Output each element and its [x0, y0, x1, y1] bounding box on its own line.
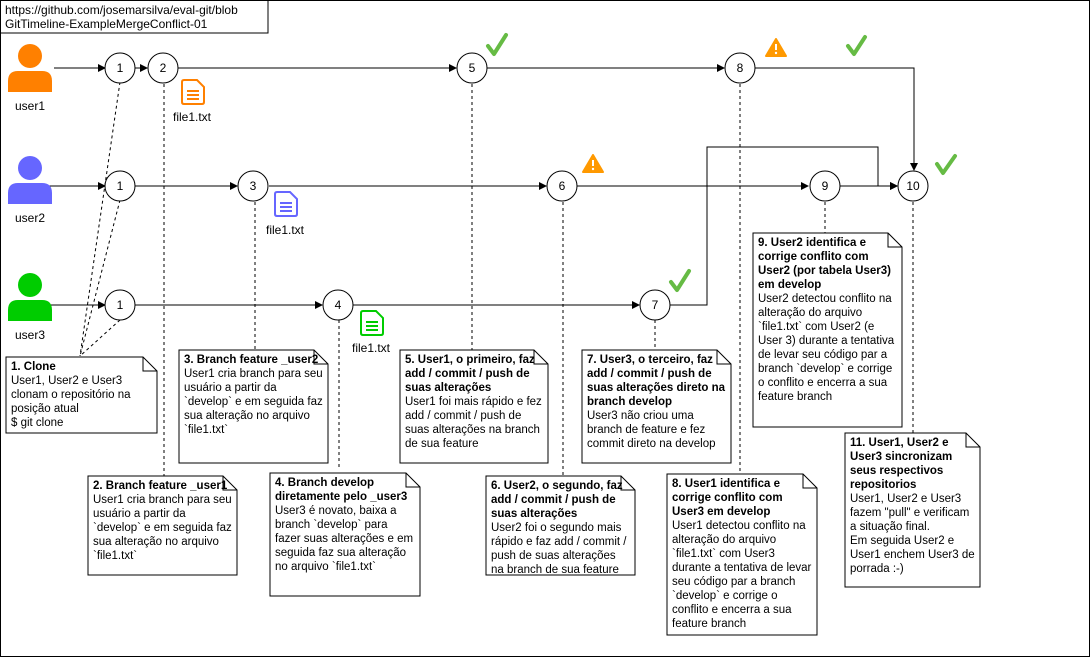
step-user3-4: 4 [322, 289, 354, 321]
note-user2-push-body: User2 foi o segundo mais rápido e faz ad… [491, 522, 627, 575]
note-user1-fix-conflict-title: 8. User1 identifica e corrige conflito c… [672, 478, 783, 518]
step-user1-1: 1 [104, 52, 136, 84]
step-user1-2: 2 [147, 52, 179, 84]
svg-text:3: 3 [250, 179, 257, 193]
actor-user3-icon [8, 273, 52, 321]
note-user1-fix-conflict: 8. User1 identifica e corrige conflito c… [667, 474, 817, 635]
step-user1-8: 8 [724, 52, 756, 84]
actor-user2-icon [8, 156, 52, 204]
file-user3-icon [360, 310, 384, 336]
svg-text:8: 8 [737, 61, 744, 75]
note-branch-feature-user2-body: User1 cria branch para seu usuário a par… [184, 368, 323, 436]
note-clone-body: User1, User2 e User3 clonam o repositóri… [11, 375, 131, 429]
note-sync-repositories-body: User1, User2 e User3 fazem "pull" e veri… [850, 493, 975, 575]
note-clone: 1. Clone User1, User2 e User3 clonam o r… [6, 357, 157, 433]
actor-user3-label: user3 [15, 328, 45, 342]
svg-text:5: 5 [469, 61, 476, 75]
step-user1-5: 5 [456, 52, 488, 84]
step-user3-7: 7 [639, 289, 671, 321]
file-user1-label: file1.txt [173, 110, 212, 124]
actor-user1-icon [8, 44, 52, 92]
svg-text:9: 9 [822, 179, 829, 193]
lane-user1 [54, 64, 918, 171]
note-branch-feature-user2: 3. Branch feature _user2 User1 cria bran… [179, 350, 328, 463]
step-user2-6: 6 [546, 170, 578, 202]
repo-url-line1: https://github.com/josemarsilva/eval-git… [5, 3, 238, 17]
note-user2-fix-conflict: 9. User2 identifica e corrige conflito c… [753, 233, 902, 427]
check-step7-icon [669, 269, 691, 292]
file-user2-label: file1.txt [266, 223, 305, 237]
step-user3-1: 1 [104, 289, 136, 321]
note-user3-push-title: 7. User3, o terceiro, faz add / commit /… [587, 354, 726, 408]
svg-text:4: 4 [335, 298, 342, 312]
note-branch-feature-user1-title: 2. Branch feature _user1 [93, 480, 228, 492]
note-user2-push-title: 6. User2, o segundo, faz add / commit / … [491, 480, 623, 520]
svg-text:1: 1 [117, 298, 124, 312]
step-user2-9: 9 [809, 170, 841, 202]
check-step10-icon [935, 154, 957, 175]
note-user3-push: 7. User3, o terceiro, faz add / commit /… [582, 350, 731, 463]
file-user3-label: file1.txt [352, 341, 391, 355]
note-user1-push-title: 5. User1, o primeiro, faz add / commit /… [405, 354, 535, 394]
actor-user2-label: user2 [15, 211, 45, 225]
file-user1-icon [181, 79, 205, 105]
note-user1-fix-conflict-body: User1 detectou conflito na alteração do … [672, 520, 812, 630]
note-user2-fix-conflict-title: 9. User2 identifica e corrige conflito c… [758, 237, 891, 291]
note-user2-fix-conflict-body: User2 detectou conflito na alteração do … [758, 293, 895, 403]
note-sync-repositories-title: 11. User1, User2 e User3 sincronizam seu… [850, 437, 953, 491]
note-sync-repositories: 11. User1, User2 e User3 sincronizam seu… [845, 433, 980, 587]
note-branch-feature-user2-title: 3. Branch feature _user2 [184, 354, 319, 366]
repo-url-line2: GitTimeline-ExampleMergeConflict-01 [5, 17, 208, 31]
step-user2-10: 10 [897, 170, 929, 202]
lane-user3 [48, 146, 898, 309]
check-step5-icon [486, 33, 508, 56]
check-step8-icon [846, 35, 867, 56]
note-user1-push-body: User1 foi mais rápido e fez add / commit… [405, 396, 542, 450]
step-user2-3: 3 [237, 170, 269, 202]
svg-text:10: 10 [906, 179, 920, 193]
svg-text:7: 7 [652, 298, 659, 312]
note-user1-push: 5. User1, o primeiro, faz add / commit /… [400, 350, 548, 463]
svg-text:1: 1 [117, 179, 124, 193]
svg-text:2: 2 [160, 61, 167, 75]
note-user2-push: 6. User2, o segundo, faz add / commit / … [486, 476, 635, 575]
note-branch-develop-user3-body: User3 é novato, baixa a branch `develop`… [275, 505, 414, 573]
note-branch-feature-user1-body: User1 cria branch para seu usuário a par… [93, 494, 232, 562]
note-branch-develop-user3: 4. Branch develop diretamente pelo _user… [270, 473, 420, 596]
note-shapes [5, 232, 981, 636]
repo-url-label: https://github.com/josemarsilva/eval-git… [1, 1, 269, 32]
note-clone-title: 1. Clone [11, 361, 56, 373]
svg-text:6: 6 [559, 179, 566, 193]
step-user2-1: 1 [104, 170, 136, 202]
note-branch-feature-user1: 2. Branch feature _user1 User1 cria bran… [88, 476, 237, 575]
note-user3-push-body: User3 não criou uma branch de feature e … [587, 410, 716, 450]
actor-user1-label: user1 [15, 99, 45, 113]
dashed-connectors [79, 81, 914, 476]
file-user2-icon [274, 191, 298, 217]
url-box-border [0, 0, 269, 34]
warning-step6-icon [582, 154, 604, 173]
warning-step8-icon [765, 38, 787, 57]
note-branch-develop-user3-title: 4. Branch develop diretamente pelo _user… [275, 477, 408, 503]
svg-text:1: 1 [117, 61, 124, 75]
